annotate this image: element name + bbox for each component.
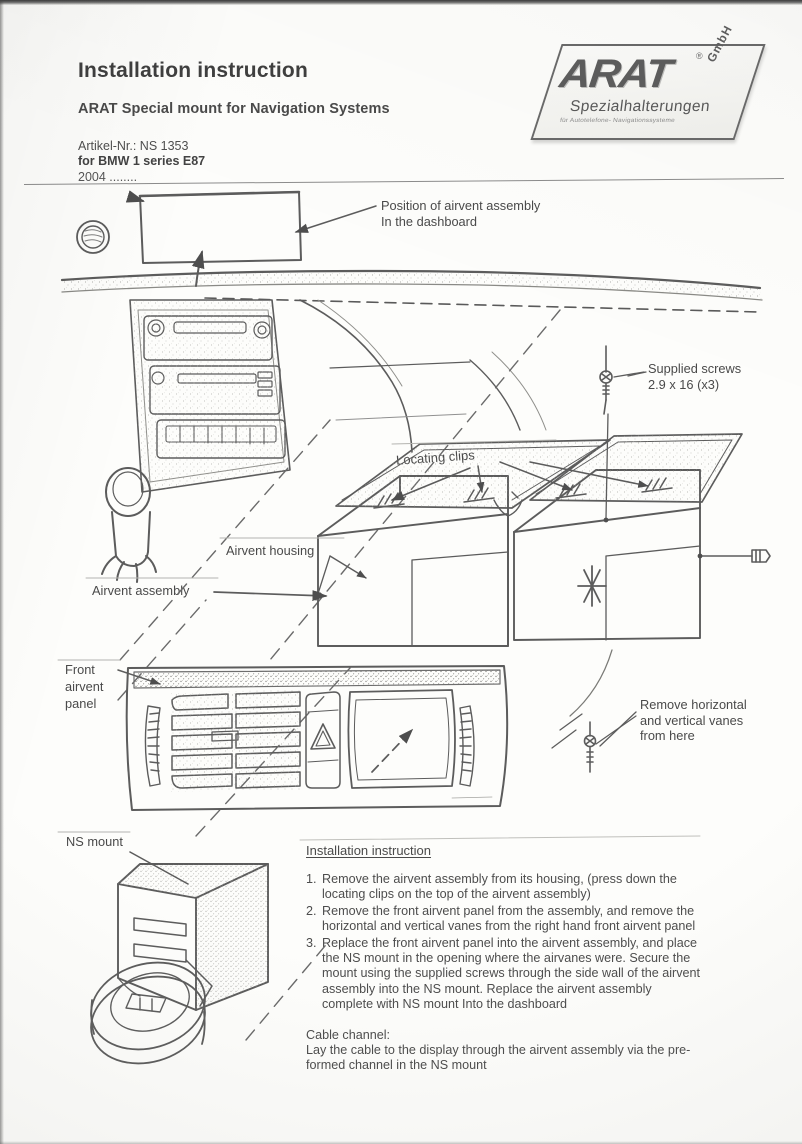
callout-front-airvent-panel: Front airvent panel	[65, 662, 104, 711]
step-number: 2.	[306, 903, 317, 918]
instruction-step: 1. Remove the airvent assembly from its …	[306, 872, 706, 903]
scan-edge-bottom	[0, 1141, 802, 1144]
instruction-heading: Installation instruction	[306, 843, 432, 858]
callout-position-assembly: Position of airvent assembly In the dash…	[381, 198, 541, 229]
scan-edge-left	[0, 0, 4, 1144]
page-subtitle: ARAT Special mount for Navigation System…	[78, 101, 390, 117]
scan-edge-top	[0, 0, 802, 5]
page-title: Installation instruction	[78, 59, 308, 82]
installation-instruction-block: Installation instruction 1. Remove the a…	[306, 843, 706, 1074]
arat-logo: ARAT ® GmbH Spezialhalterungen für Autot…	[530, 23, 766, 150]
callout-remove-vanes: Remove horizontal and vertical vanes fro…	[640, 697, 747, 743]
cable-channel-text: Lay the cable to the display through the…	[306, 1043, 691, 1073]
article-number: Artikel-Nr.: NS 1353	[78, 139, 189, 153]
cable-channel-heading: Cable channel:	[306, 1027, 391, 1042]
vehicle-model: for BMW 1 series E87	[78, 154, 206, 168]
step-text: Remove the front airvent panel from the …	[322, 903, 696, 934]
instruction-step: 3. Replace the front airvent panel into …	[306, 936, 706, 1013]
model-year: 2004 ........	[78, 170, 138, 184]
instruction-step: 2. Remove the front airvent panel from t…	[306, 904, 706, 935]
callout-airvent-housing: Airvent housing	[226, 543, 315, 558]
step-number: 1.	[306, 872, 317, 886]
logo-text-group: ARAT ® GmbH Spezialhalterungen für Autot…	[546, 23, 746, 136]
step-text: Remove the airvent assembly from its hou…	[322, 872, 677, 902]
callout-ns-mount: NS mount	[66, 834, 123, 849]
callout-airvent-assembly: Airvent assembly	[92, 583, 190, 598]
registered-trademark-icon: ®	[696, 51, 703, 61]
instruction-step-list: 1. Remove the airvent assembly from its …	[306, 872, 706, 1013]
callout-supplied-screws: Supplied screws 2.9 x 16 (x3)	[648, 361, 742, 392]
step-number: 3.	[306, 935, 317, 950]
step-text: Replace the front airvent panel into the…	[322, 935, 701, 1012]
